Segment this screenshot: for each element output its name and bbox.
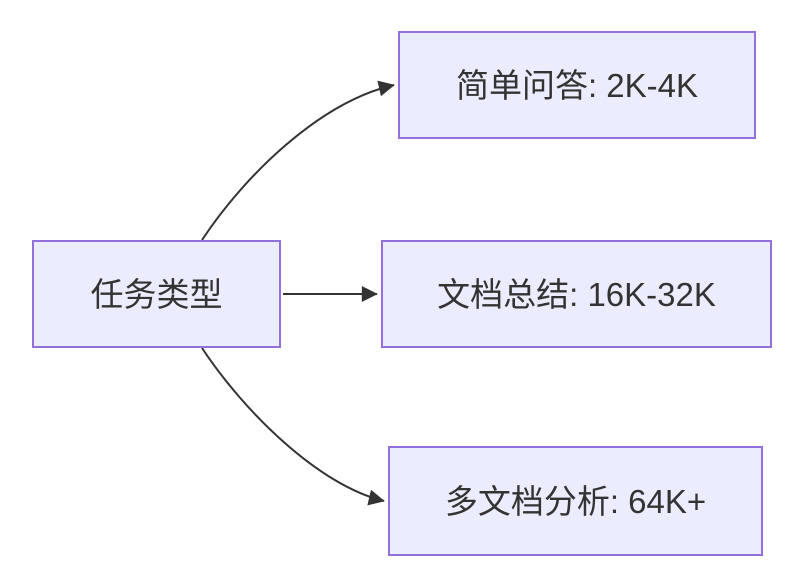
node-doc-summary-label: 文档总结: 16K-32K <box>437 275 716 313</box>
node-task-type: 任务类型 <box>32 240 281 348</box>
node-multi-doc: 多文档分析: 64K+ <box>388 446 763 556</box>
edge-root-to-multi-doc <box>201 347 385 506</box>
node-multi-doc-label: 多文档分析: 64K+ <box>444 482 707 520</box>
node-doc-summary: 文档总结: 16K-32K <box>381 240 772 348</box>
node-task-type-label: 任务类型 <box>90 275 223 313</box>
edge-root-to-simple-qa <box>201 80 395 241</box>
node-simple-qa: 简单问答: 2K-4K <box>398 31 756 139</box>
node-simple-qa-label: 简单问答: 2K-4K <box>455 66 699 104</box>
